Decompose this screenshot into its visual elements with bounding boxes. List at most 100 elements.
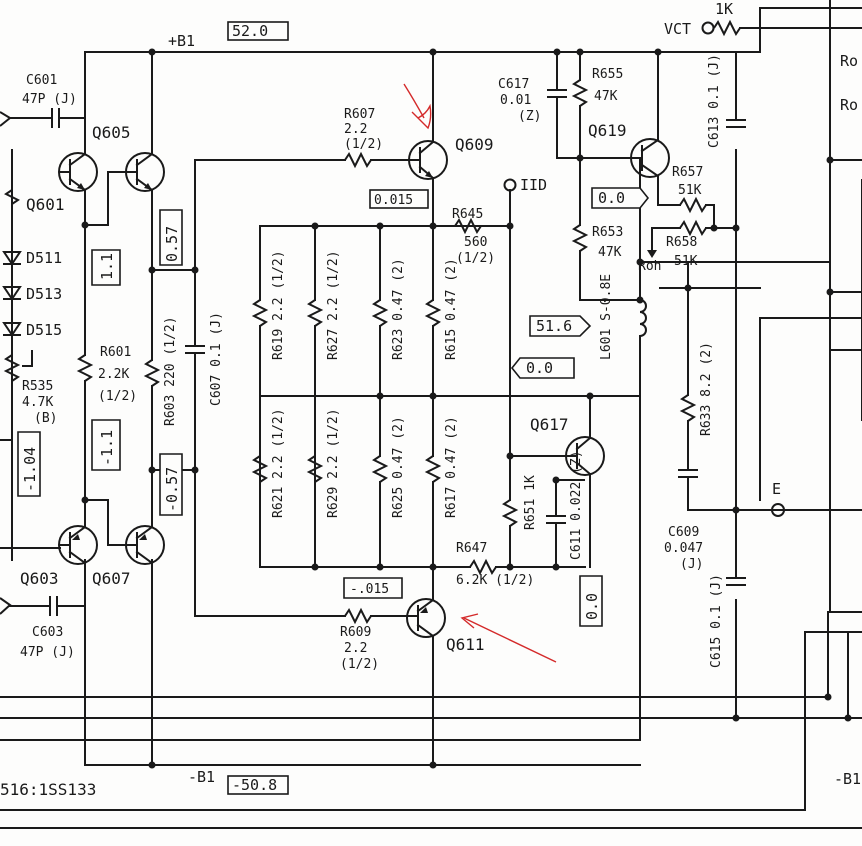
c617-type: (Z) [518,109,541,124]
capacitor-c609 [678,469,698,511]
test-point-v8: 51.6 [529,315,592,337]
resistor-r657 [657,196,715,229]
transistor-q609 [408,140,448,227]
capacitor-c603 [9,596,86,616]
q617-label: Q617 [530,415,569,434]
c603-value: 47P (J) [20,645,75,660]
test-voltage-2: 0.57 [163,226,181,262]
inductor-l601 [636,157,647,401]
vct-input [701,19,741,37]
test-point-v9: 0.0 [510,357,575,379]
emitter-resistor-network [251,222,641,571]
r615-label: R615 0.47 (2) [444,258,459,360]
r607-value: 2.2 [344,122,367,137]
r657-value: 51K [678,183,702,198]
neg-rail-voltage: -50.8 [232,776,277,794]
resistor-r651 [501,452,561,568]
test-voltage-5: -0.57 [163,467,181,512]
transistor-q611 [406,566,446,641]
resistor-r655 [571,79,589,159]
top-resistor-value: 1K [715,0,733,18]
c607-label: C607 0.1 (J) [209,312,224,406]
e-label: E [772,480,781,498]
r617-label: R617 0.47 (2) [444,416,459,518]
capacitor-c607 [148,159,205,617]
r607-name: R607 [344,107,375,122]
r621-label: R621 2.2 (1/2) [271,408,286,518]
voltage-box-pos: 52.0 [227,21,289,41]
capacitor-c613 [726,119,746,128]
resistor-r603 [143,279,161,431]
bottom-bus-lines [0,399,862,829]
c617-name: C617 [498,77,529,92]
r623-label: R623 0.47 (2) [391,258,406,360]
r535-type: (B) [34,411,57,426]
r607-power: (1/2) [344,137,383,152]
c611-label: C611 0.022 (Z) [569,450,584,560]
resistor-r653 [571,157,641,301]
q605-label: Q605 [92,123,131,142]
r657-name: R657 [672,165,703,180]
pos-rail-voltage: 52.0 [232,22,268,40]
vct-label: VCT [664,20,691,38]
r653-value: 47K [598,245,622,260]
capacitor-c617 [547,51,641,162]
transistor-q607 [84,429,165,565]
bias-diode-string [0,111,61,615]
r645-value: 560 [464,235,487,250]
c613-label: C613 0.1 (J) [707,54,722,148]
r601-name: R601 [100,345,131,360]
r535-value: 4.7K [22,395,53,410]
resistor-r607 [194,151,413,169]
test-voltage-10: 0.0 [598,189,625,207]
resistor-r633 [679,261,697,471]
r535-name: R535 [22,379,53,394]
test-point-v4: -1.1 [91,419,121,471]
test-voltage-6: 0.015 [374,193,413,208]
neg-rail-label: -B1 [188,768,215,786]
resistor-r658 [647,219,740,258]
transistor-q601 [58,117,98,231]
c609-type: (J) [680,557,703,572]
r655-name: R655 [592,67,623,82]
test-point-v6: 0.015 [369,189,429,209]
transistor-q603 [58,499,98,565]
test-voltage-1: 1.1 [98,253,116,280]
q609-label: Q609 [455,135,494,154]
transistor-q617 [559,392,605,568]
pos-rail-label: +B1 [168,32,195,50]
resistor-r645 [454,178,517,501]
r609-value: 2.2 [344,641,367,656]
r609-power: (1/2) [340,657,379,672]
ro-label-1: Ro [840,52,858,70]
red-annotation-arrow-q611 [460,613,557,663]
c609-value: 0.047 [664,541,703,556]
capacitor-c611 [546,476,585,568]
roh-label: Roh [638,259,661,274]
q607-label: Q607 [92,569,131,588]
r658-name: R658 [666,235,697,250]
r633-label: R633 8.2 (2) [699,342,714,436]
test-voltage-8: 51.6 [536,317,572,335]
test-point-v3: -1.04 [17,431,41,497]
resistor-r609 [194,607,411,625]
r619-label: R619 2.2 (1/2) [271,250,286,360]
negative-rail [84,559,641,769]
voltage-box-neg: -50.8 [227,775,289,795]
r647-value: 6.2K (1/2) [456,573,534,588]
l601-label: L601 S-0.8E [599,274,614,360]
r625-label: R625 0.47 (2) [391,416,406,518]
q611-label: Q611 [446,635,485,654]
c603-name: C603 [32,625,63,640]
test-point-v1: 1.1 [91,249,121,286]
test-point-v7: -.015 [343,577,403,599]
capacitor-c615 [726,577,746,586]
test-voltage-3: -1.04 [21,447,39,492]
c617-value: 0.01 [500,93,531,108]
c609-name: C609 [668,525,699,540]
test-point-v2: 0.57 [159,209,183,266]
r627-label: R627 2.2 (1/2) [326,250,341,360]
transistor-q619 [630,48,670,206]
red-annotation-arrow-q609 [403,83,432,130]
